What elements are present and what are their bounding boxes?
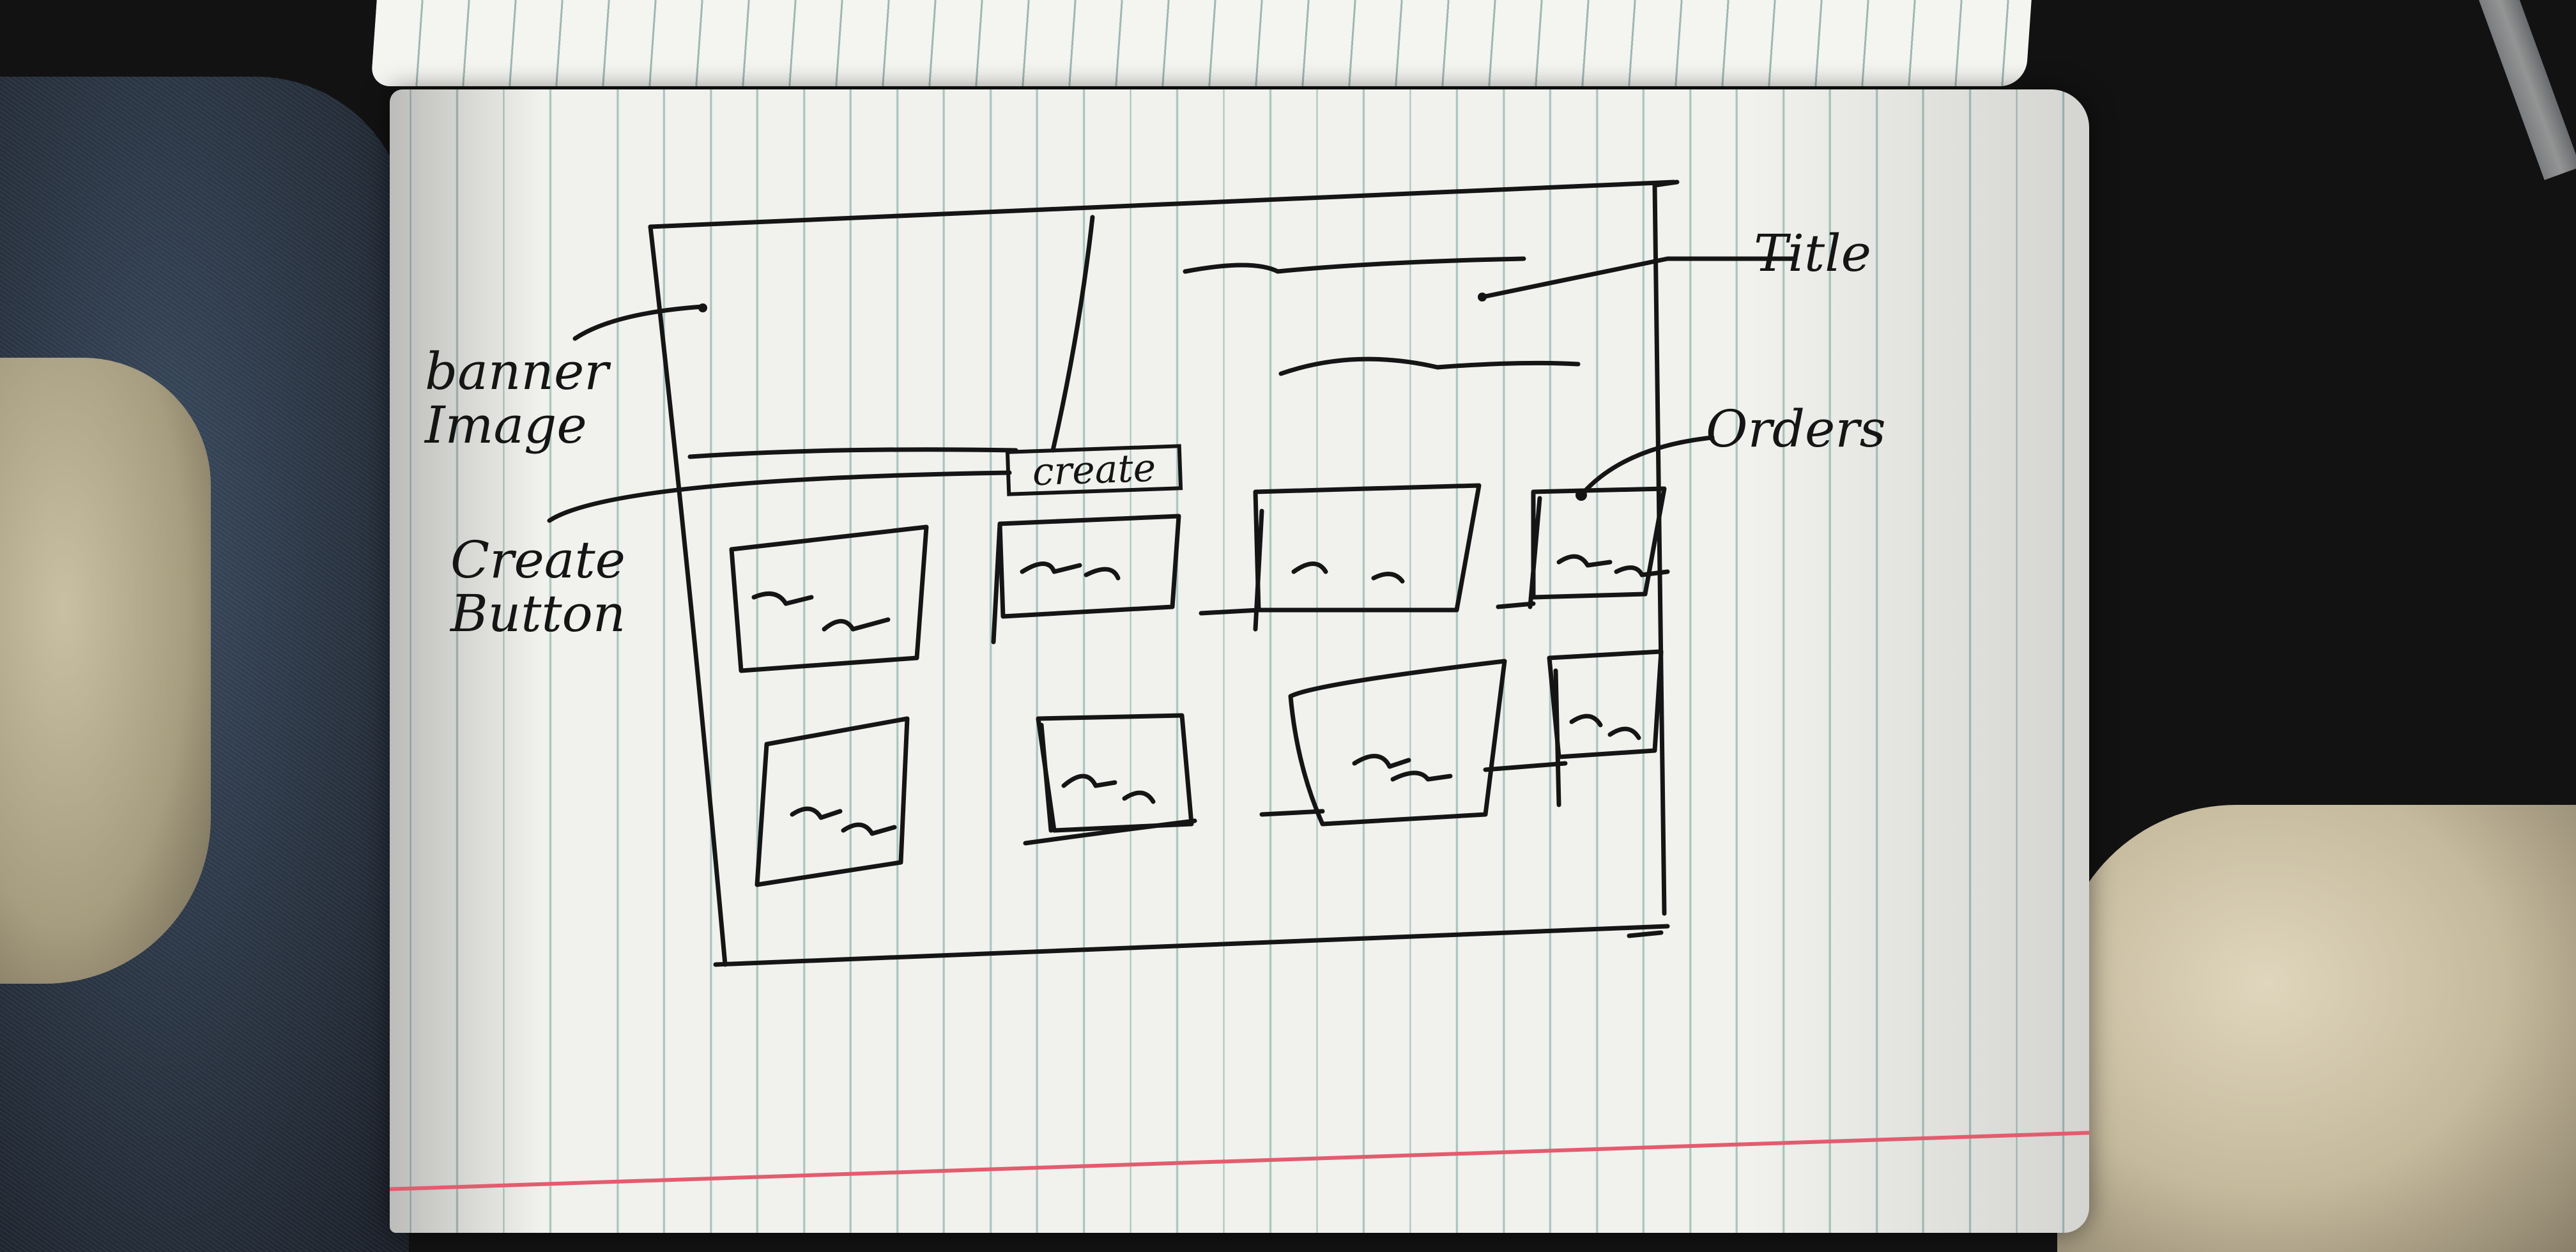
frame-right (1652, 183, 1667, 916)
order-card (991, 514, 1181, 645)
label-create-button: Create Button (450, 530, 626, 643)
background-cloth-right (2057, 805, 2576, 1252)
title-line-1 (1183, 256, 1526, 274)
frame-top (648, 179, 1676, 229)
frame-tick-br (1627, 930, 1664, 938)
order-card (755, 716, 910, 887)
frame-tick-tr (1652, 179, 1680, 188)
orders-pointer (1579, 435, 1715, 498)
notebook-page (390, 89, 2089, 1233)
create-pointer (547, 470, 1012, 523)
banner-pointer (572, 304, 705, 341)
label-orders: Orders (1706, 399, 1886, 459)
banner-baseline (687, 447, 1018, 459)
order-card (1023, 713, 1197, 846)
order-card (729, 524, 929, 673)
frame-bottom (713, 924, 1670, 967)
title-line-2 (1278, 356, 1581, 376)
title-pointer (1480, 256, 1798, 300)
order-card (1259, 659, 1568, 827)
order-card (1547, 649, 1664, 807)
background-cloth-left (0, 358, 211, 984)
frame-left (648, 224, 728, 967)
order-card (1496, 486, 1670, 609)
label-title: Title (1754, 224, 1872, 283)
order-card (1199, 483, 1482, 632)
create-button[interactable]: create (1005, 444, 1183, 496)
label-banner-image: banner Image (425, 342, 609, 455)
create-stem (1050, 215, 1095, 453)
